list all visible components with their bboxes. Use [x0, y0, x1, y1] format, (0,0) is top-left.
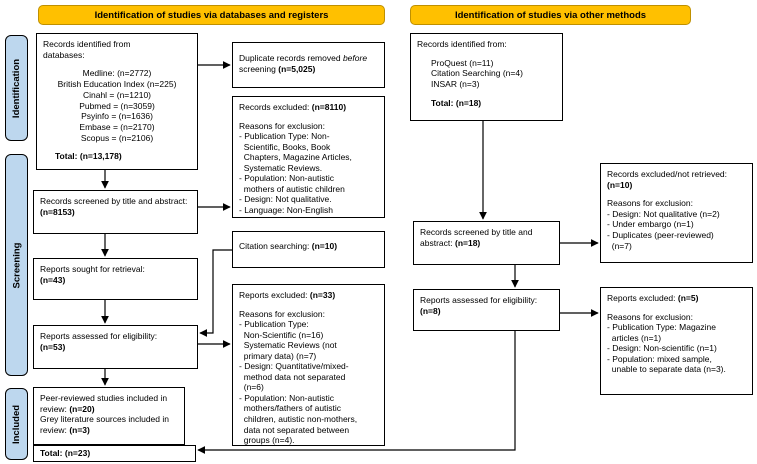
records-identified-databases-intro: Records identified from databases:: [43, 39, 131, 60]
reports-assessed-other-count: (n=8): [420, 305, 441, 316]
reports-excluded-other-count: (n=5): [677, 293, 699, 303]
records-screened-other-label: Records screened by title and abstract:: [420, 227, 533, 248]
reports-assessed-databases-count: (n=53): [40, 341, 66, 352]
records-identified-other-box: Records identified from: ProQuest (n=11)…: [410, 33, 563, 121]
duplicates-removed-count: (n=5,025): [278, 63, 316, 74]
records-screened-databases-box: Records screened by title and abstract: …: [33, 190, 198, 234]
records-excluded-other-box: Records excluded/not retrieved: (n=10) R…: [600, 163, 753, 263]
other-source-counts: ProQuest (n=11) Citation Searching (n=4)…: [431, 57, 523, 90]
header-databases-registers: Identification of studies via databases …: [38, 5, 385, 25]
records-excluded-databases-header: Records excluded: (n=8110): [239, 102, 378, 113]
duplicates-removed-box: Duplicate records removed before screeni…: [232, 42, 385, 88]
reports-excluded-databases-count: (n=33): [309, 290, 336, 300]
records-screened-other-box: Records screened by title and abstract: …: [413, 221, 560, 265]
reports-excluded-other-header: Reports excluded: (n=5): [607, 293, 746, 304]
included-total-box: Total: (n=23): [33, 445, 196, 462]
header-databases-registers-label: Identification of studies via databases …: [94, 9, 329, 21]
included-total-label: Total:: [40, 448, 63, 458]
peer-reviewed-included-line: Peer-reviewed studies included in review…: [40, 393, 178, 414]
records-screened-databases-label: Records screened by title and abstract:: [40, 196, 188, 206]
reports-sought-label: Reports sought for retrieval:: [40, 264, 145, 274]
records-excluded-other-header: Records excluded/not retrieved: (n=10): [607, 169, 746, 190]
records-excluded-other-count: (n=10): [607, 179, 633, 190]
records-excluded-other-label: Records excluded/not retrieved:: [607, 169, 728, 179]
reports-excluded-other-reasons: Reasons for exclusion: - Publication Typ…: [607, 311, 726, 375]
citation-searching-count: (n=10): [311, 241, 338, 251]
stage-included: Included: [5, 388, 28, 460]
grey-literature-included-count: (n=3): [69, 425, 90, 436]
duplicates-removed-text-1: Duplicate records removed: [239, 53, 341, 63]
duplicates-removed-before: before: [342, 53, 368, 63]
records-excluded-databases-count: (n=8110): [311, 102, 347, 112]
stage-included-label: Included: [11, 404, 22, 444]
grey-literature-included-line: Grey literature sources included in revi…: [40, 414, 178, 435]
reports-sought-box: Reports sought for retrieval: (n=43): [33, 258, 198, 300]
databases-total: Total: (n=13,178): [55, 151, 122, 162]
grey-literature-included-label: Grey literature sources included in revi…: [40, 414, 169, 436]
reports-assessed-databases-label: Reports assessed for eligibility:: [40, 331, 158, 341]
reports-excluded-other-label: Reports excluded:: [607, 293, 676, 303]
reports-assessed-other-label: Reports assessed for eligibility:: [420, 295, 538, 305]
header-other-methods-label: Identification of studies via other meth…: [454, 9, 647, 21]
records-screened-other-count: (n=18): [454, 237, 481, 248]
citation-searching-box: Citation searching: (n=10): [232, 231, 385, 268]
reports-sought-count: (n=43): [40, 274, 66, 285]
records-identified-databases-box: Records identified from databases: Medli…: [36, 33, 198, 170]
stage-identification: Identification: [5, 35, 28, 141]
stage-screening-label: Screening: [11, 242, 22, 288]
records-excluded-databases-box: Records excluded: (n=8110) Reasons for e…: [232, 96, 385, 218]
duplicates-removed-text-2: screening: [239, 63, 276, 74]
peer-reviewed-included-count: (n=20): [69, 403, 95, 414]
reports-excluded-databases-label: Reports excluded:: [239, 290, 308, 300]
records-screened-databases-count: (n=8153): [40, 206, 75, 217]
included-studies-box: Peer-reviewed studies included in review…: [33, 387, 185, 445]
included-total-count: (n=23): [64, 448, 91, 458]
stage-identification-label: Identification: [11, 58, 22, 118]
arrow-citation-to-assessed: [199, 249, 232, 337]
header-other-methods: Identification of studies via other meth…: [410, 5, 691, 25]
database-source-counts: Medline: (n=2772) British Education Inde…: [57, 68, 177, 143]
reports-excluded-other-box: Reports excluded: (n=5) Reasons for excl…: [600, 287, 753, 395]
records-excluded-databases-label: Records excluded:: [239, 102, 310, 112]
records-excluded-other-reasons: Reasons for exclusion: - Design: Not qua…: [607, 198, 720, 251]
reports-assessed-databases-box: Reports assessed for eligibility: (n=53): [33, 325, 198, 369]
reports-excluded-databases-header: Reports excluded: (n=33): [239, 290, 378, 301]
peer-reviewed-included-label: Peer-reviewed studies included in review…: [40, 393, 168, 414]
stage-screening: Screening: [5, 154, 28, 376]
citation-searching-label: Citation searching:: [239, 241, 310, 251]
records-excluded-databases-reasons: Reasons for exclusion: - Publication Typ…: [239, 120, 352, 215]
reports-assessed-other-box: Reports assessed for eligibility: (n=8): [413, 289, 560, 331]
reports-excluded-databases-box: Reports excluded: (n=33) Reasons for exc…: [232, 284, 385, 446]
other-total: Total: (n=18): [431, 97, 482, 108]
records-identified-other-intro: Records identified from:: [417, 39, 507, 49]
reports-excluded-databases-reasons: Reasons for exclusion: - Publication Typ…: [239, 308, 358, 446]
